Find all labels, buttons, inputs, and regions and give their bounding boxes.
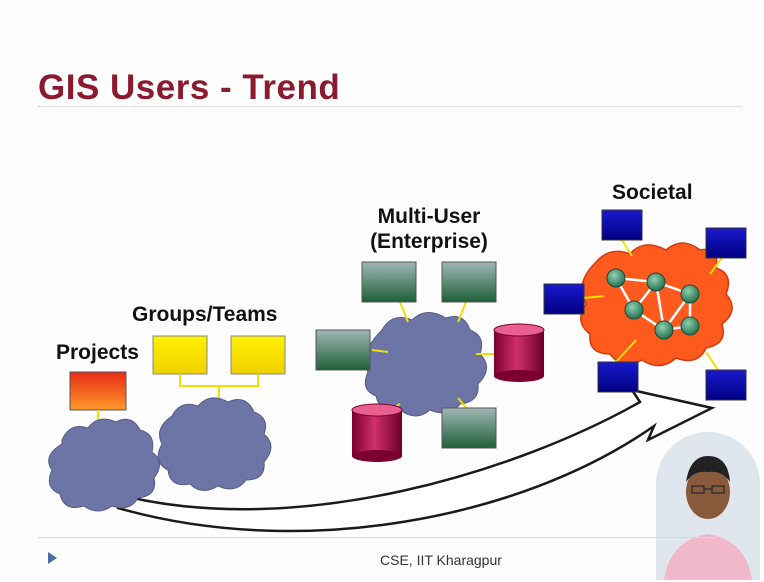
project-box [69,371,127,411]
enterprise-cloud [364,312,487,417]
database-1 [493,323,545,382]
title-divider [38,106,740,107]
server-box-3 [315,329,371,371]
societal-box-4 [597,361,639,393]
societal-box-1 [601,209,643,241]
play-icon[interactable] [48,552,57,564]
label-projects: Projects [56,341,139,364]
database-2 [351,403,403,462]
project-cloud [48,418,160,512]
slide-title: GIS Users - Trend [38,68,341,107]
footer-divider [38,537,718,538]
server-box-1 [361,261,417,303]
presenter-icon [656,432,760,580]
label-enterprise: Multi-User (Enterprise) [370,205,488,253]
label-groups-teams: Groups/Teams [132,303,278,326]
server-box-2 [441,261,497,303]
societal-box-3 [543,283,585,315]
presenter-video [656,432,760,580]
slide-footer: CSE, IIT Kharagpur [380,552,502,568]
team-box-1 [152,335,208,375]
label-societal: Societal [612,181,693,204]
growth-arrow [116,388,716,533]
societal-box-2 [705,227,747,259]
network-nodes [606,268,700,340]
team-connector [179,374,259,387]
societal-cloud [580,242,733,367]
societal-box-5 [705,369,747,401]
server-box-4 [441,407,497,449]
team-box-2 [230,335,286,375]
team-cloud [157,397,272,491]
